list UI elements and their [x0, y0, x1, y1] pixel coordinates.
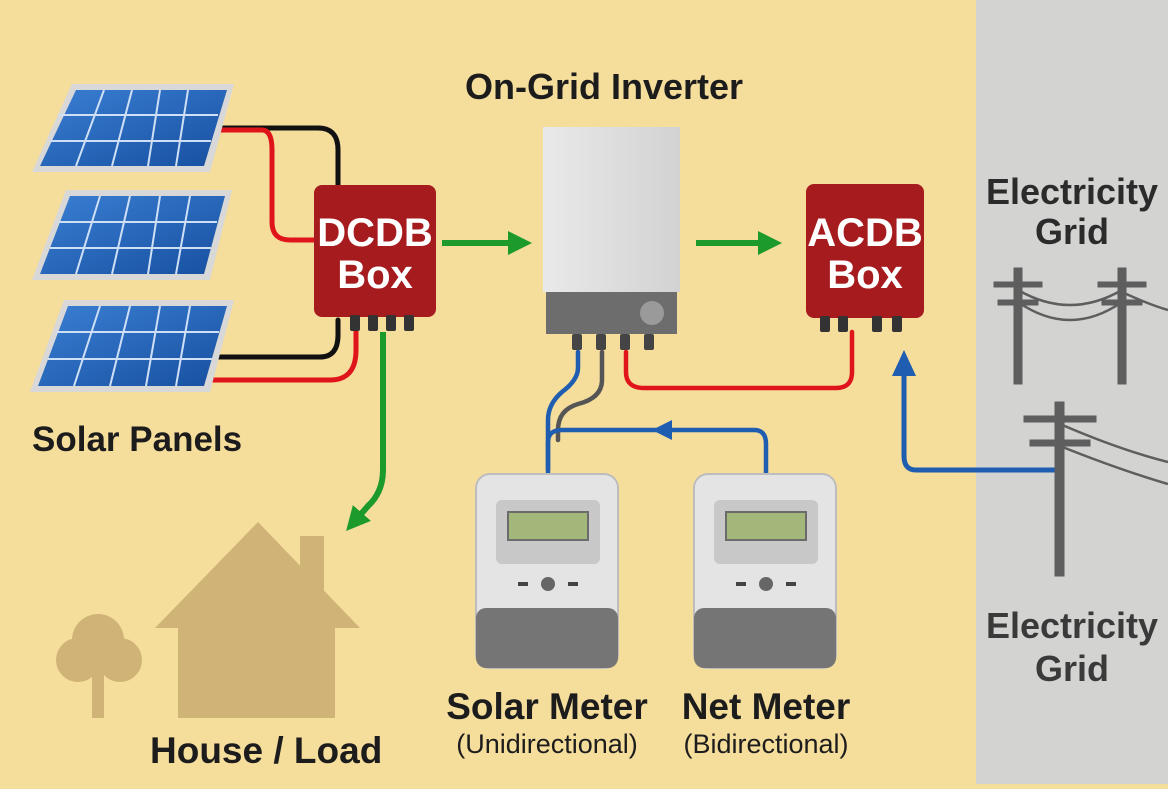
grid-top-label-line1: Electricity [985, 171, 1159, 212]
dcdb-label-line2: Box [337, 253, 413, 297]
solar-meter-subtitle: (Unidirectional) [456, 728, 638, 759]
house-label: House / Load [150, 730, 383, 771]
grid-bottom-label-line2: Grid [1034, 648, 1109, 690]
net-meter-title: Net Meter [681, 686, 851, 727]
grid-top-label: Electricity Grid [982, 172, 1162, 251]
meter-link-wire [545, 420, 769, 478]
acdb-label: ACDB Box [806, 212, 924, 296]
dcdb-label: DCDB Box [314, 212, 436, 296]
dcdb-box [314, 185, 436, 331]
grid-feed-wire [892, 350, 1058, 473]
solar-meter-title: Solar Meter [446, 686, 648, 727]
solar-panels-label: Solar Panels [32, 420, 243, 459]
acdb-label-line2: Box [827, 253, 903, 297]
solar-panel-1 [32, 84, 234, 172]
panel-wires [205, 125, 359, 383]
net-meter-subtitle: (Bidirectional) [683, 728, 849, 759]
flow-arrows-green [346, 231, 782, 532]
tree-icon [56, 614, 142, 718]
solar-meter-label: Solar Meter (Unidirectional) [440, 686, 654, 760]
net-meter-device [693, 473, 837, 669]
solar-meter-device [475, 473, 619, 669]
solar-panel-3 [30, 300, 234, 392]
net-meter-label: Net Meter (Bidirectional) [666, 686, 866, 760]
dcdb-label-line1: DCDB [317, 211, 433, 255]
acdb-box [806, 184, 924, 332]
grid-background [976, 0, 1168, 784]
solar-panel-2 [32, 190, 232, 280]
utility-poles-icon [993, 267, 1168, 577]
grid-bottom-label: Electricity Grid [982, 604, 1162, 690]
inverter-unit [543, 127, 680, 350]
inverter-label: On-Grid Inverter [465, 66, 744, 107]
acdb-label-line1: ACDB [807, 211, 923, 255]
house-icon [155, 522, 360, 718]
grid-top-label-line2: Grid [1034, 210, 1109, 252]
inverter-wires [545, 329, 855, 483]
grid-bottom-label-line1: Electricity [985, 605, 1159, 646]
